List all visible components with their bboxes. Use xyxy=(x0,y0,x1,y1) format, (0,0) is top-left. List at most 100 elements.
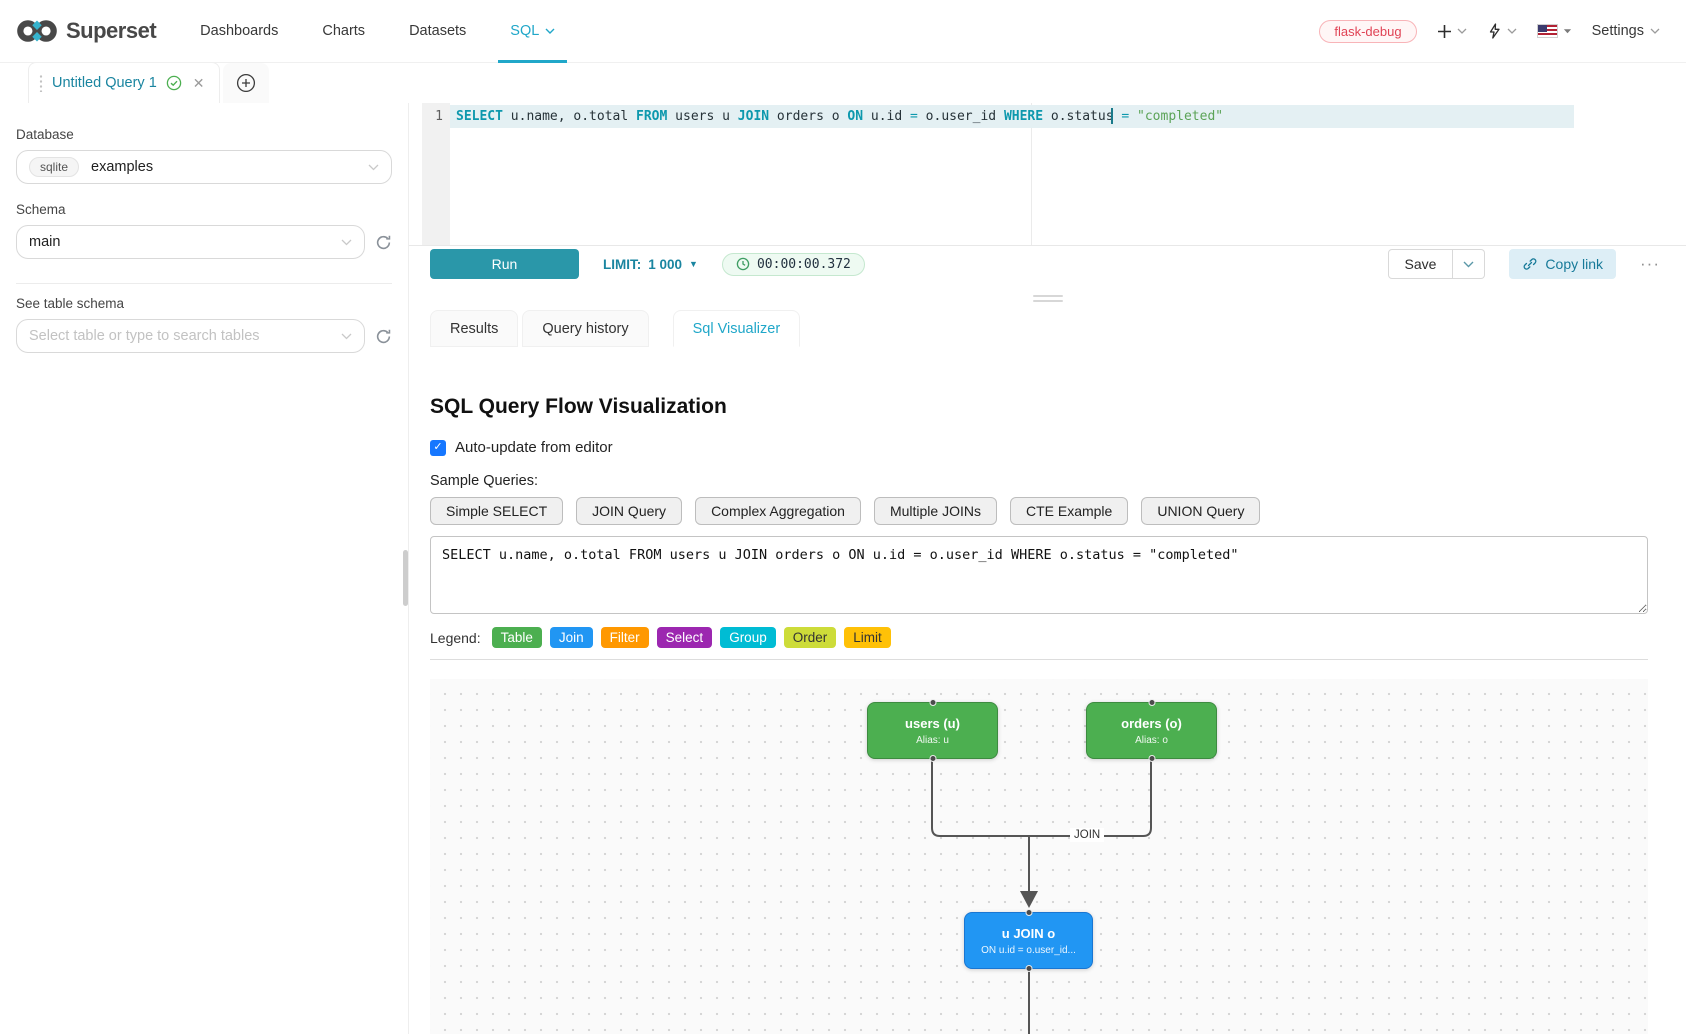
result-tab-label: Query history xyxy=(542,320,629,337)
schema-label: Schema xyxy=(16,202,66,217)
flow-canvas[interactable]: users (u) Alias: u orders (o) Alias: o u… xyxy=(430,679,1648,1034)
checkbox-checked-icon[interactable]: ✓ xyxy=(430,439,446,456)
sql-token: FROM xyxy=(636,109,668,124)
arrowhead-icon xyxy=(1020,891,1038,908)
sample-query-button[interactable]: Multiple JOINs xyxy=(873,497,997,525)
sql-token: "completed" xyxy=(1137,109,1224,124)
sample-queries-label: Sample Queries: xyxy=(430,473,538,489)
language-picker[interactable] xyxy=(1536,24,1572,38)
result-tabs: Results Query history Sql Visualizer xyxy=(430,310,1686,347)
nav-item[interactable]: Dashboards xyxy=(200,0,278,63)
legend-badge: Limit xyxy=(844,627,891,648)
add-tab-button[interactable] xyxy=(222,63,269,103)
navbar: Superset Dashboards Charts Datasets xyxy=(0,0,1686,63)
copy-link-button[interactable]: Copy link xyxy=(1509,249,1617,279)
sql-flow-input[interactable]: SELECT u.name, o.total FROM users u JOIN… xyxy=(430,536,1648,614)
check-circle-icon xyxy=(166,75,182,91)
us-flag-icon xyxy=(1536,24,1558,38)
legend-badge: Join xyxy=(549,627,593,648)
print-margin-line xyxy=(1031,103,1032,245)
superset-logo-icon xyxy=(16,16,58,46)
sql-token: users u xyxy=(667,109,738,124)
table-node[interactable]: users (u) Alias: u xyxy=(867,702,998,759)
sql-token: = xyxy=(910,109,918,124)
clock-icon xyxy=(736,257,750,271)
superset-brand[interactable]: Superset xyxy=(16,16,157,46)
chevron-down-icon xyxy=(1457,28,1467,34)
panel-divider-line xyxy=(408,103,409,1034)
chevron-down-icon xyxy=(1650,28,1660,34)
save-options-button[interactable] xyxy=(1453,249,1486,279)
result-tab[interactable]: Sql Visualizer xyxy=(672,310,801,347)
refresh-icon[interactable] xyxy=(375,328,392,345)
query-tab-untitled[interactable]: Untitled Query 1 ✕ xyxy=(28,62,220,103)
table-nodes: users (u) Alias: u orders (o) Alias: o xyxy=(430,679,1648,1034)
link-icon xyxy=(1522,256,1538,272)
editor-gutter: 1 xyxy=(422,103,450,245)
panel-divider xyxy=(16,283,392,284)
result-tab[interactable]: Query history xyxy=(522,310,649,347)
plus-circle-icon xyxy=(236,73,256,93)
nav-item[interactable]: Datasets xyxy=(409,0,466,63)
query-tabstrip: Untitled Query 1 ✕ xyxy=(0,62,1686,103)
sqllab-left-panel: Database sqlite examples Schema main See… xyxy=(0,103,408,1034)
sample-query-button[interactable]: Complex Aggregation xyxy=(695,497,861,525)
table-select[interactable]: Select table or type to search tables xyxy=(16,319,365,353)
sample-query-button[interactable]: JOIN Query xyxy=(576,497,683,525)
navbar-right: flask-debug Settings xyxy=(1319,19,1660,43)
sample-query-button[interactable]: UNION Query xyxy=(1141,497,1261,525)
node-title: users (u) xyxy=(905,715,960,731)
panel-scrollbar[interactable] xyxy=(403,550,408,606)
settings-menu[interactable]: Settings xyxy=(1592,23,1660,39)
limit-dropdown[interactable]: LIMIT: 1 000 ▼ xyxy=(603,257,698,272)
sql-token: u.id xyxy=(863,109,911,124)
drag-dots-icon[interactable] xyxy=(39,74,43,92)
auto-update-label: Auto-update from editor xyxy=(455,439,613,456)
brand-name: Superset xyxy=(66,18,157,43)
chevron-down-icon xyxy=(1507,28,1517,34)
schema-select[interactable]: main xyxy=(16,225,365,259)
database-label: Database xyxy=(16,127,74,142)
sql-token: o.status xyxy=(1043,109,1122,124)
environment-badge: flask-debug xyxy=(1319,19,1417,43)
run-button[interactable]: Run xyxy=(430,249,579,279)
database-select[interactable]: sqlite examples xyxy=(16,150,392,184)
nav-item[interactable]: Charts xyxy=(322,0,365,63)
legend-label: Legend: xyxy=(430,629,481,646)
close-tab-icon[interactable]: ✕ xyxy=(192,74,205,91)
save-button[interactable]: Save xyxy=(1387,249,1454,279)
lightning-icon xyxy=(1487,23,1502,39)
node-title: orders (o) xyxy=(1121,715,1182,731)
result-tab[interactable]: Results xyxy=(430,310,519,347)
visualizer-title: SQL Query Flow Visualization xyxy=(430,395,727,418)
legend-badge: Order xyxy=(783,627,837,648)
auto-update-checkbox-row[interactable]: ✓ Auto-update from editor xyxy=(430,439,1648,456)
section-divider xyxy=(430,659,1648,660)
nav-item-label: Charts xyxy=(322,23,366,39)
chevron-down-icon xyxy=(368,164,379,170)
fast-query-menu[interactable] xyxy=(1487,23,1517,39)
caret-down-icon: ▼ xyxy=(689,259,698,269)
chevron-down-icon xyxy=(1463,261,1474,267)
pane-resize-handle[interactable] xyxy=(1032,295,1063,302)
sql-editor[interactable]: 1 SELECT u.name, o.total FROM users u JO… xyxy=(422,103,1666,245)
nav-item-label: SQL xyxy=(510,23,540,39)
sample-query-button[interactable]: CTE Example xyxy=(1009,497,1129,525)
editor-active-line[interactable]: SELECT u.name, o.total FROM users u JOIN… xyxy=(450,105,1574,128)
sql-token: ON xyxy=(847,109,864,124)
new-item-menu[interactable] xyxy=(1437,24,1467,39)
table-node[interactable]: orders (o) Alias: o xyxy=(1086,702,1217,759)
sample-query-button[interactable]: Simple SELECT xyxy=(430,497,564,525)
sql-token: JOIN xyxy=(737,109,770,124)
node-subtitle: ON u.id = o.user_id... xyxy=(981,944,1076,956)
join-node[interactable]: u JOIN o ON u.id = o.user_id... xyxy=(964,912,1093,969)
table-select-placeholder: Select table or type to search tables xyxy=(29,328,260,344)
more-actions-button[interactable]: ··· xyxy=(1640,254,1660,273)
caret-down-icon xyxy=(1563,29,1571,34)
nav-item[interactable]: SQL xyxy=(498,0,568,63)
sql-token: o.user_id xyxy=(917,109,1004,124)
refresh-icon[interactable] xyxy=(375,234,392,251)
query-tab-title: Untitled Query 1 xyxy=(52,75,157,91)
